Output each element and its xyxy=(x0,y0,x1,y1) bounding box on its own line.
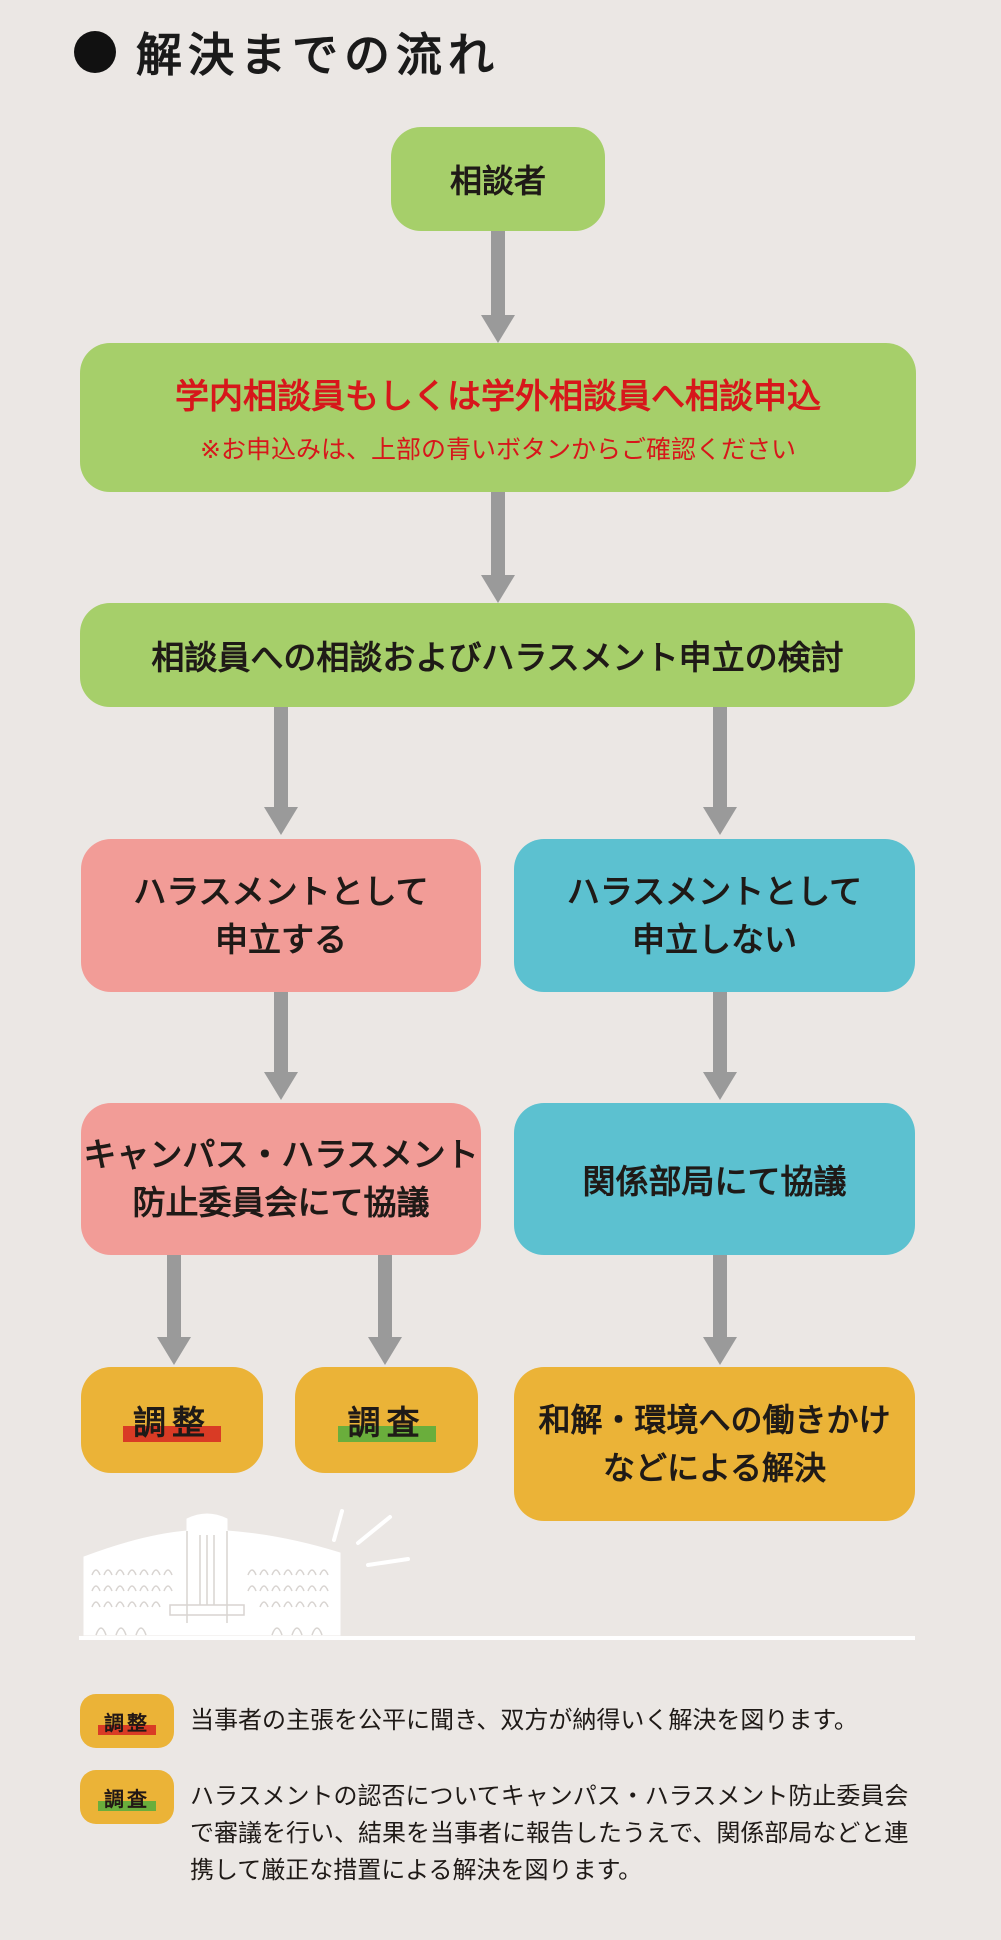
arrow-down-icon xyxy=(703,992,737,1100)
legend-badge-adjustment-wrap: 調整 xyxy=(98,1707,156,1736)
section-title: 解決までの流れ xyxy=(74,22,500,82)
node-consultant-label: 相談者 xyxy=(449,162,546,200)
legend-item-adjustment: 調整 当事者の主張を公平に聞き、双方が納得いく解決を図ります。 xyxy=(80,1694,930,1748)
node-file-complaint-line2: 申立する xyxy=(215,919,347,959)
legend-badge-investigation-wrap: 調査 xyxy=(98,1783,156,1812)
node-consultant: 相談者 xyxy=(391,127,605,231)
legend-item-investigation: 調査 ハラスメントの認否についてキャンパス・ハラスメント防止委員会で審議を行い、… xyxy=(80,1770,930,1889)
node-adjustment-label: 調整 xyxy=(133,1403,211,1442)
node-resolution-line2: などによる解決 xyxy=(602,1449,827,1487)
arrow-down-icon xyxy=(703,707,737,835)
node-review: 相談員への相談およびハラスメント申立の検討 xyxy=(80,603,915,707)
node-investigation: 調査 xyxy=(295,1367,478,1473)
node-investigation-label: 調査 xyxy=(347,1403,426,1442)
node-review-label: 相談員への相談およびハラスメント申立の検討 xyxy=(151,638,844,677)
arrow-down-icon xyxy=(264,707,298,835)
node-resolution: 和解・環境への働きかけ などによる解決 xyxy=(514,1367,915,1521)
node-resolution-line1: 和解・環境への働きかけ xyxy=(538,1401,891,1439)
node-adjustment-label-wrap: 調整 xyxy=(123,1396,221,1444)
node-investigation-label-wrap: 調査 xyxy=(337,1396,436,1444)
arrow-down-icon xyxy=(157,1255,191,1365)
legend-badge-adjustment-label: 調整 xyxy=(104,1710,150,1735)
arrow-down-icon xyxy=(703,1255,737,1365)
building-illustration-icon xyxy=(83,1509,410,1636)
section-title-text: 解決までの流れ xyxy=(136,28,500,82)
node-department-label: 関係部局にて協議 xyxy=(582,1162,847,1201)
arrow-down-icon xyxy=(481,492,515,603)
node-committee-line1: キャンパス・ハラスメント xyxy=(83,1135,479,1175)
node-no-complaint-line2: 申立しない xyxy=(632,919,797,959)
node-apply-label: 学内相談員もしくは学外相談員へ相談申込 xyxy=(175,377,821,417)
node-adjustment: 調整 xyxy=(81,1367,263,1473)
arrow-down-icon xyxy=(264,992,298,1100)
node-committee: キャンパス・ハラスメント 防止委員会にて協議 xyxy=(81,1103,481,1255)
legend-text-adjustment: 当事者の主張を公平に聞き、双方が納得いく解決を図ります。 xyxy=(190,1706,858,1734)
node-apply-note: ※お申込みは、上部の青いボタンからご確認ください xyxy=(200,435,796,464)
node-apply: 学内相談員もしくは学外相談員へ相談申込 ※お申込みは、上部の青いボタンからご確認… xyxy=(80,343,916,492)
node-no-complaint: ハラスメントとして 申立しない xyxy=(514,839,915,992)
arrow-down-icon xyxy=(368,1255,402,1365)
node-committee-line2: 防止委員会にて協議 xyxy=(132,1183,430,1222)
node-file-complaint-line1: ハラスメントとして xyxy=(133,871,429,911)
legend-badge-investigation: 調査 xyxy=(80,1770,174,1824)
ground-line xyxy=(79,1636,915,1640)
legend-badge-investigation-label: 調査 xyxy=(104,1786,150,1811)
legend-badge-adjustment: 調整 xyxy=(80,1694,174,1748)
node-no-complaint-line1: ハラスメントとして xyxy=(566,871,863,911)
legend-text-investigation: ハラスメントの認否についてキャンパス・ハラスメント防止委員会で審議を行い、結果を… xyxy=(190,1782,909,1884)
arrow-down-icon xyxy=(481,231,515,343)
bullet-icon xyxy=(74,31,116,73)
node-department: 関係部局にて協議 xyxy=(514,1103,915,1255)
node-file-complaint: ハラスメントとして 申立する xyxy=(81,839,481,992)
